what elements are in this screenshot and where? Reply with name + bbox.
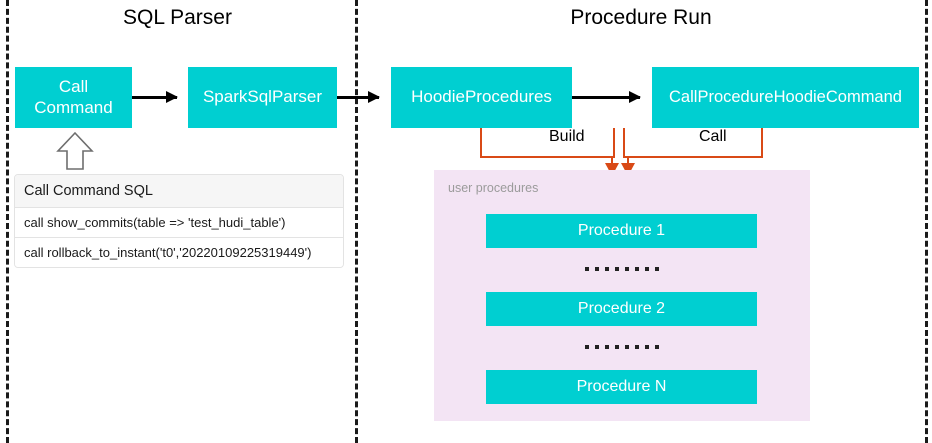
node-call-command-label: Call Command [34, 77, 113, 117]
sql-table-header: Call Command SQL [15, 175, 343, 208]
region-divider-middle [355, 0, 358, 443]
node-spark-sql-parser[interactable]: SparkSqlParser [188, 67, 337, 128]
sql-table-row: call show_commits(table => 'test_hudi_ta… [15, 208, 343, 238]
call-command-sql-table: Call Command SQL call show_commits(table… [14, 174, 344, 268]
edge-label-build: Build [549, 128, 585, 145]
user-procedures-panel-label: user procedures [448, 181, 539, 195]
region-title-sql-parser: SQL Parser [123, 6, 232, 29]
procedure-item[interactable]: Procedure 1 [486, 214, 757, 248]
user-procedures-panel: user procedures Procedure 1 Procedure 2 … [434, 170, 810, 421]
node-hoodie-procedures[interactable]: HoodieProcedures [391, 67, 572, 128]
arrow-parser-to-hoodie-procedures [337, 91, 380, 103]
region-title-procedure-run: Procedure Run [570, 6, 712, 29]
procedure-item[interactable]: Procedure 2 [486, 292, 757, 326]
procedures-ellipsis [486, 342, 757, 352]
region-divider-right [925, 0, 928, 443]
arrow-call-command-to-parser [132, 91, 178, 103]
sql-table-row: call rollback_to_instant('t0','202201092… [15, 238, 343, 267]
node-call-command[interactable]: Call Command [15, 67, 132, 128]
block-arrow-up-icon [56, 131, 94, 170]
procedures-ellipsis [486, 264, 757, 274]
edge-label-call: Call [699, 128, 727, 145]
region-divider-left [6, 0, 9, 443]
procedure-item[interactable]: Procedure N [486, 370, 757, 404]
arrow-hoodie-procedures-to-call-command [572, 91, 641, 103]
node-call-procedure-hoodie-command[interactable]: CallProcedureHoodieCommand [652, 67, 919, 128]
connector-build-bracket [480, 128, 615, 158]
connector-call-bracket [623, 128, 763, 158]
